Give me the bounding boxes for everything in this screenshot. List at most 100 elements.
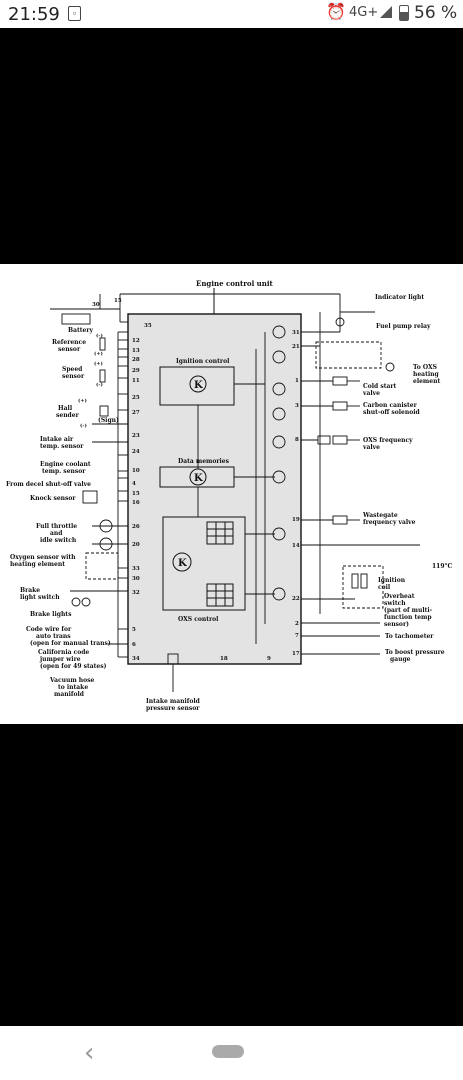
vacuum-label-3: manifold (54, 691, 85, 698)
pin-33: 33 (132, 566, 140, 572)
bottom-black-area (0, 724, 463, 1026)
pin-3: 3 (295, 403, 299, 409)
pin-13: 13 (132, 348, 140, 354)
oxs-frequency-label-1: OXS frequency (363, 437, 413, 444)
ignition-coil-label-1: Ignition (378, 577, 406, 584)
pin-34: 34 (132, 656, 140, 662)
carbon-canister-label-2: shut-off solenoid (363, 409, 421, 416)
pin-27: 27 (132, 410, 140, 416)
pin-10: 10 (132, 468, 140, 474)
network-type: 4G+ (349, 5, 379, 20)
oxs-control-block (162, 516, 246, 611)
pin-8: 8 (295, 437, 299, 443)
ignition-control-block (159, 366, 235, 406)
sign-label: (Sign) (98, 417, 119, 424)
pin-9: 9 (267, 656, 271, 662)
decel-label: From decel shut-off valve (6, 481, 91, 488)
battery-icon (399, 5, 409, 21)
polarity-4: (-) (96, 381, 103, 388)
navigation-bar: ‹ (0, 1026, 463, 1080)
code-wire-label-2: auto trans (36, 633, 71, 640)
pin-30: 30 (132, 576, 140, 582)
pin-21: 21 (292, 344, 300, 350)
pin-31: 31 (292, 330, 300, 336)
home-pill-icon[interactable] (212, 1045, 244, 1058)
indicator-light-label: Indicator light (375, 294, 424, 301)
pin-23: 23 (132, 433, 140, 439)
cold-start-label-1: Cold start (363, 383, 397, 390)
wiring-diagram: Engine control unit Ignition control Dat… (6, 279, 453, 712)
boost-label-2: gauge (390, 656, 411, 663)
pin-32: 32 (132, 590, 140, 596)
california-label-2: jumper wire (39, 656, 81, 663)
brake-switch-label-2: light switch (20, 594, 60, 601)
hall-sender-label-1: Hall (58, 405, 73, 412)
pin-24: 24 (132, 449, 140, 455)
back-icon[interactable]: ‹ (84, 1038, 95, 1068)
battery-label: Battery (68, 327, 93, 334)
oxs-control-label: OXS control (178, 616, 219, 623)
full-throttle-label-1: Full throttle (36, 523, 77, 530)
oxygen-sensor-label-1: Oxygen sensor with (10, 554, 76, 561)
code-wire-label-3: (open for manual trans) (30, 640, 111, 647)
knock-sensor-label: Knock sensor (30, 495, 76, 502)
k-symbol-1: K (194, 380, 203, 391)
fuel-pump-relay-label: Fuel pump relay (376, 323, 431, 330)
polarity-2: (+) (94, 350, 103, 357)
polarity-5: (+) (78, 397, 87, 404)
pin-14: 14 (292, 543, 300, 549)
to-oxs-label-1: To OXS (413, 364, 437, 371)
full-throttle-label-3: idle switch (40, 537, 77, 544)
code-wire-label-1: Code wire for (26, 626, 72, 633)
pin-30-top: 30 (92, 302, 100, 308)
california-label-1: California code (38, 649, 89, 656)
image-notification-icon: ▫ (68, 6, 81, 21)
battery-percent: 56 % (414, 3, 458, 23)
pin-2: 2 (295, 621, 299, 627)
engine-coolant-label-2: temp. sensor (42, 468, 86, 475)
ignition-coil-label-2: coil (378, 584, 391, 591)
pin-12: 12 (132, 338, 140, 344)
to-oxs-label-2: heating (413, 371, 439, 378)
pin-15-top: 15 (114, 298, 122, 304)
pin-4: 4 (132, 481, 136, 487)
overheat-label-5: sensor) (384, 621, 409, 628)
ecu-title: Engine control unit (196, 279, 274, 288)
hall-sender-label-2: sender (56, 412, 80, 419)
overheat-label-3: (part of multi- (384, 607, 433, 614)
wiring-diagram-image[interactable]: Engine control unit Ignition control Dat… (0, 264, 463, 724)
pin-19: 19 (292, 517, 300, 523)
alarm-icon: ⏰ (326, 4, 346, 21)
wastegate-label-2: frequency valve (363, 519, 416, 526)
intake-air-label-2: temp. sensor (40, 443, 84, 450)
pin-5: 5 (132, 627, 136, 633)
to-oxs-label-3: element (413, 378, 440, 385)
full-throttle-label-2: and (50, 530, 63, 537)
pin-17: 17 (292, 651, 300, 657)
brake-lights-label: Brake lights (30, 611, 72, 618)
pin-29: 29 (132, 368, 140, 374)
california-label-3: (open for 49 states) (40, 663, 107, 670)
engine-coolant-label-1: Engine coolant (40, 461, 91, 468)
speed-sensor-label-1: Speed (62, 366, 83, 373)
carbon-canister-label-1: Carbon canister (363, 402, 418, 409)
pin-26: 26 (132, 524, 140, 530)
intake-air-label-1: Intake air (40, 436, 74, 443)
top-black-area (0, 28, 463, 264)
speed-sensor-label-2: sensor (62, 373, 85, 380)
intake-manifold-label-2: pressure sensor (146, 705, 200, 712)
pin-25: 25 (132, 395, 140, 401)
oxs-frequency-label-2: valve (362, 444, 380, 451)
intake-manifold-label-1: Intake manifold (146, 698, 201, 705)
ignition-control-label: Ignition control (176, 358, 230, 365)
tachometer-label: To tachometer (385, 633, 434, 640)
pin-22: 22 (292, 596, 300, 602)
pin-20: 20 (132, 542, 140, 548)
pin-6: 6 (132, 642, 136, 648)
pin-1: 1 (295, 378, 299, 384)
wastegate-label-1: Wastegate (362, 512, 398, 519)
data-memories-label: Data memories (178, 458, 230, 465)
polarity-6: (-) (80, 422, 87, 429)
overheat-label-1: Overheat (384, 593, 415, 600)
pin-15: 15 (132, 491, 140, 497)
